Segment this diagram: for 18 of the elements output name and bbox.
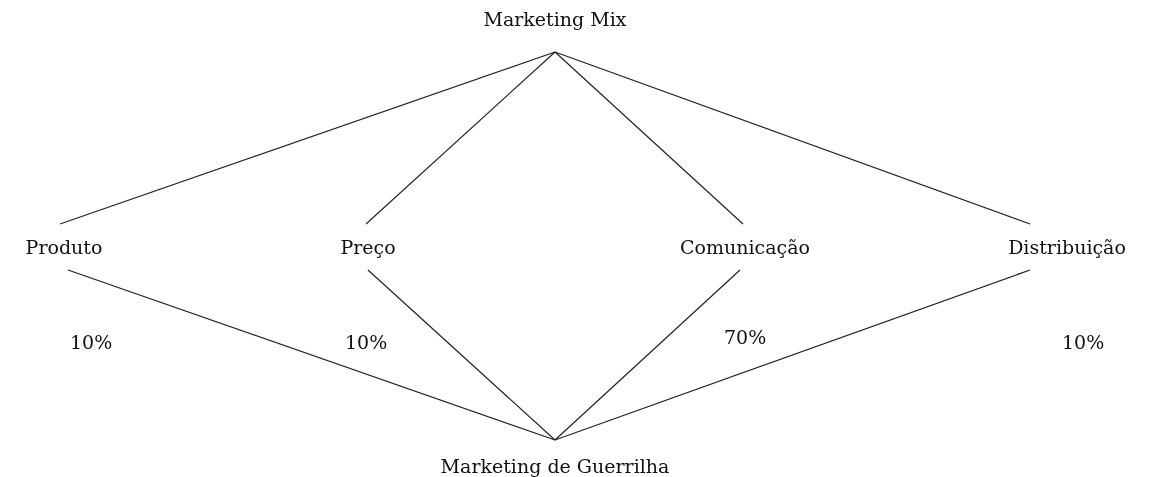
node-label: Marketing Mix <box>483 8 627 30</box>
node-label: Marketing de Guerrilha <box>440 455 670 477</box>
node-label: Preço <box>340 236 396 258</box>
node-label: Comunicação <box>680 236 810 258</box>
connector-line <box>554 51 1031 225</box>
connector-line <box>554 269 1031 441</box>
connector-line <box>554 51 744 225</box>
percentage-label: 10% <box>1062 331 1105 353</box>
connector-line <box>365 51 556 225</box>
connector-line <box>59 51 556 225</box>
percentage-label: 10% <box>345 331 388 353</box>
node-label: Distribuição <box>1008 236 1126 258</box>
connector-line <box>67 269 556 441</box>
percentage-label: 70% <box>724 326 767 348</box>
percentage-label: 10% <box>70 331 113 353</box>
node-label: Produto <box>25 236 103 258</box>
connector-line <box>367 269 556 441</box>
connector-line <box>554 269 741 441</box>
